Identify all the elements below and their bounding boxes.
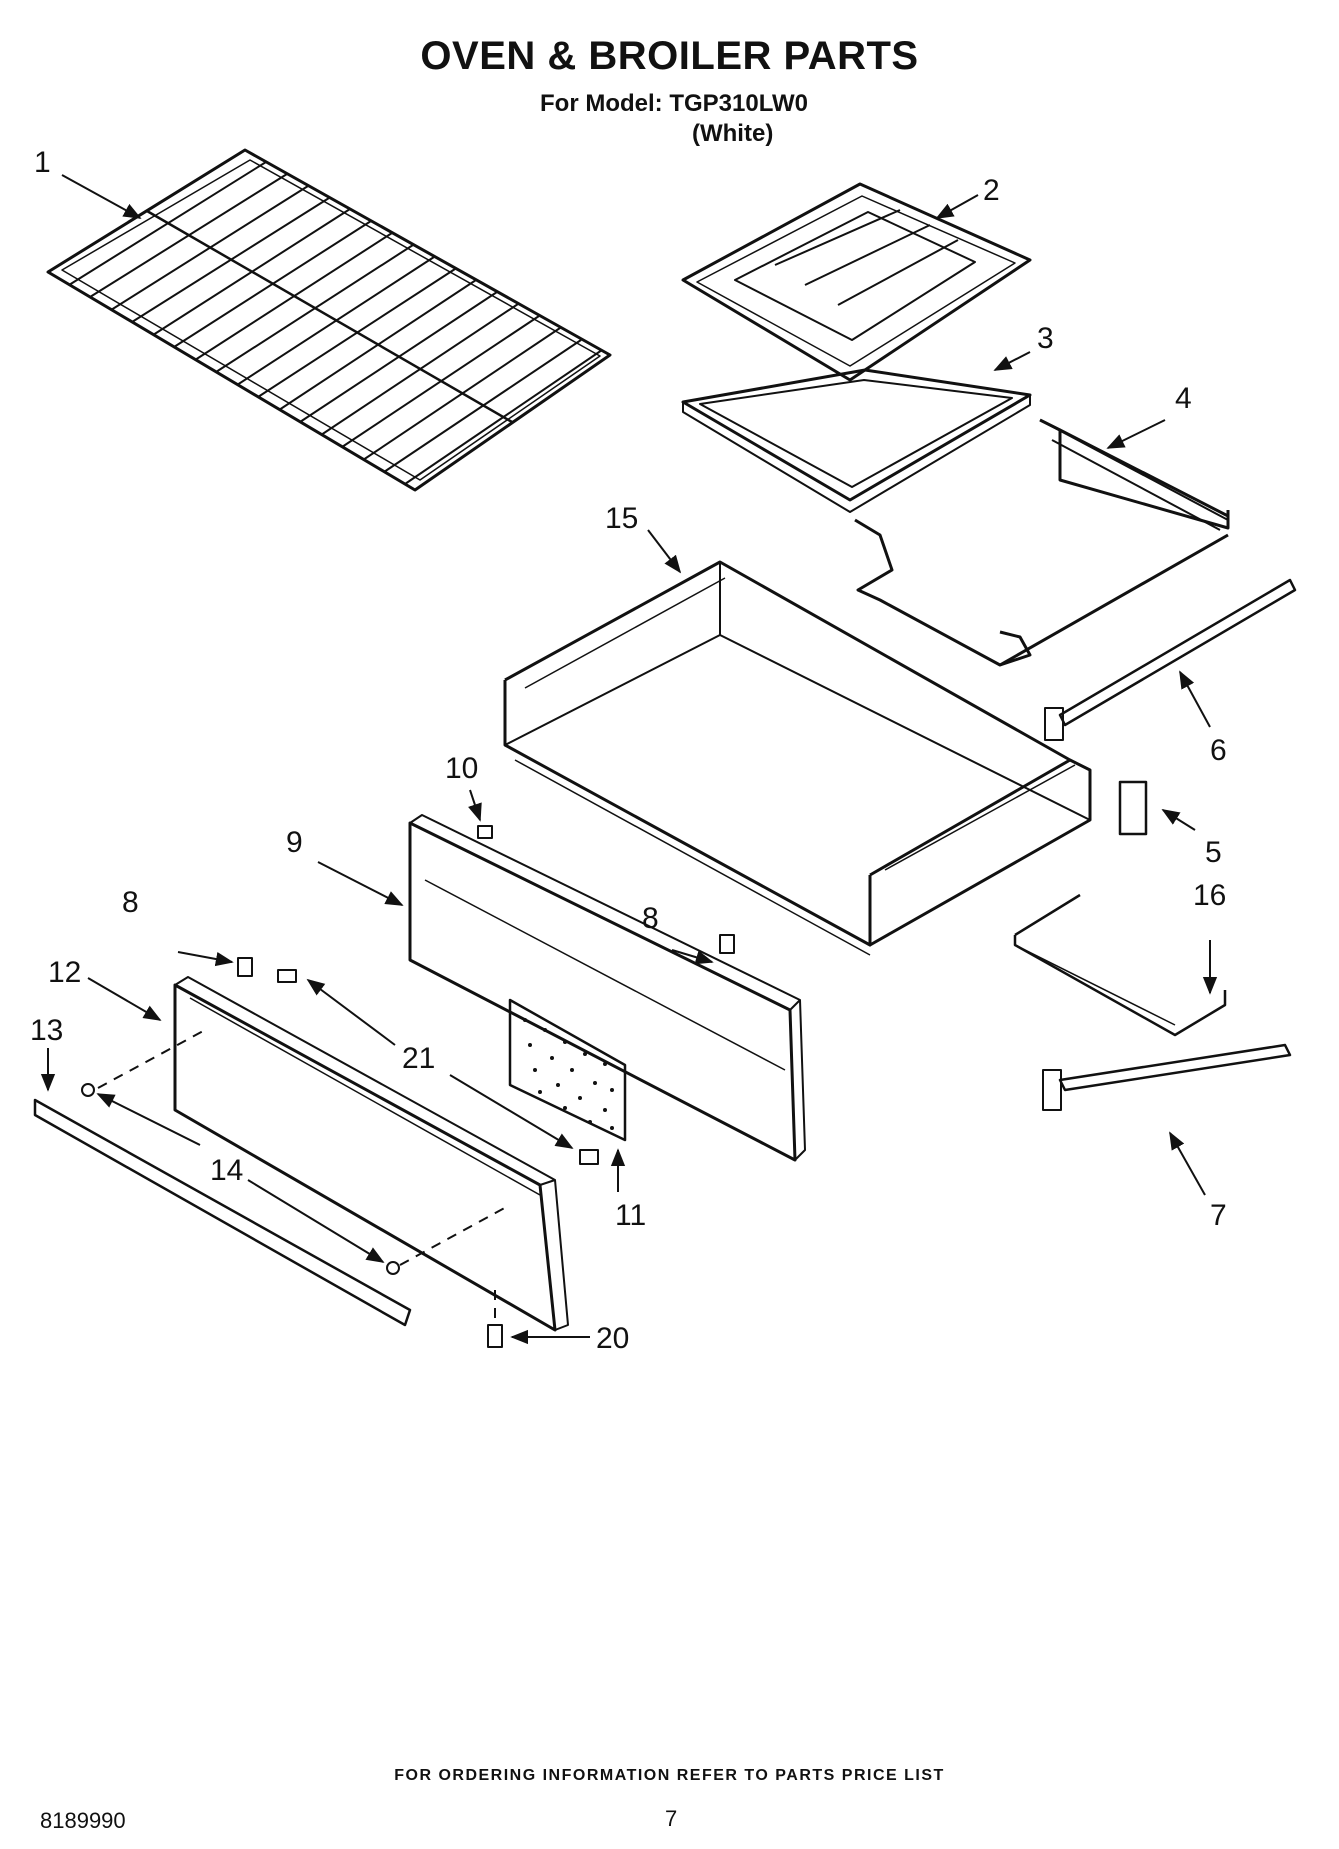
callout-1: 1 [34, 146, 51, 179]
callout-16: 16 [1193, 879, 1226, 912]
document-number: 8189990 [40, 1808, 126, 1833]
callout-12: 12 [48, 956, 81, 989]
insulation-part [508, 998, 627, 1142]
slide-bracket-part [1118, 780, 1148, 836]
page-title: OVEN & BROILER PARTS [420, 34, 919, 78]
drawer-support-part [1013, 893, 1227, 1037]
model-variant: (White) [692, 120, 774, 147]
model-number: For Model: TGP310LW0 [540, 90, 809, 117]
oven-rack-part [46, 148, 612, 492]
callout-15: 15 [605, 502, 638, 535]
ordering-note: FOR ORDERING INFORMATION REFER TO PARTS … [394, 1767, 945, 1784]
pan-support-part [854, 418, 1230, 667]
callout-20: 20 [596, 1322, 629, 1355]
callout-8a: 8 [122, 886, 139, 919]
callout-10: 10 [445, 752, 478, 785]
callout-7: 7 [1210, 1199, 1227, 1232]
left-drawer-slide-part [1042, 1043, 1292, 1111]
leader-arrows [40, 174, 1218, 1345]
callout-5: 5 [1205, 836, 1222, 869]
right-drawer-slide-part [1044, 578, 1297, 741]
callout-9: 9 [286, 826, 303, 859]
page-number: 7 [665, 1806, 678, 1831]
callout-14: 14 [210, 1154, 243, 1187]
callout-2: 2 [983, 174, 1000, 207]
callout-4: 4 [1175, 382, 1192, 415]
callout-3: 3 [1037, 322, 1054, 355]
broiler-pan-grid-part [681, 182, 1032, 382]
drawer-trim-part [33, 1098, 412, 1327]
callout-11: 11 [615, 1199, 646, 1232]
callout-13: 13 [30, 1014, 63, 1047]
callouts: 1 2 3 4 5 6 7 8 8 9 10 11 12 13 14 15 16… [30, 146, 1227, 1355]
drawer-inner-panel-part [408, 814, 806, 1162]
screw-parts [81, 825, 735, 1348]
drawer-front-panel-part [173, 976, 569, 1332]
callout-21: 21 [402, 1042, 435, 1075]
callout-8b: 8 [642, 902, 659, 935]
broiler-drawer-part [503, 560, 1092, 956]
broiler-pan-part [681, 368, 1032, 513]
callout-6: 6 [1210, 734, 1227, 767]
